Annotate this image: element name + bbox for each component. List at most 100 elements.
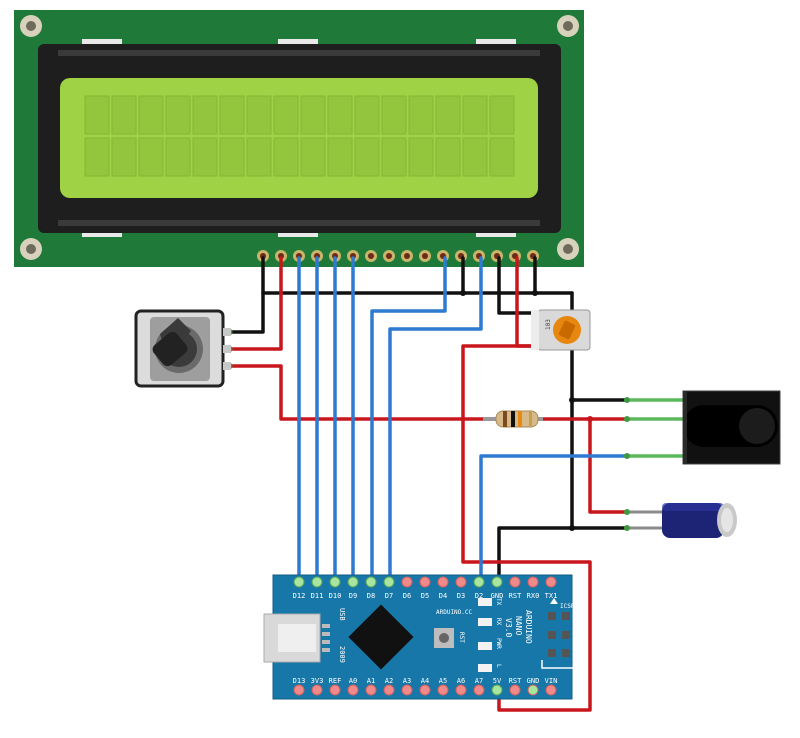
nano-bottom-pin-label: 3V3 (311, 677, 324, 685)
lcd-cell (381, 95, 407, 135)
nano-top-pin-label: RST (509, 592, 522, 600)
nano-bottom-pin (473, 684, 485, 696)
lcd-cell (435, 137, 461, 177)
lcd-cell (246, 95, 272, 135)
lcd-16x2-icon (14, 10, 584, 267)
nano-top-pin (509, 576, 521, 588)
nano-top-pin-label: D12 (293, 592, 306, 600)
nano-bottom-pin (401, 684, 413, 696)
l-led-label: L (495, 664, 502, 668)
nano-bottom-pin (383, 684, 395, 696)
nano-bottom-pin (311, 684, 323, 696)
lcd-cell (381, 137, 407, 177)
brand-label: ARDUINO.CC (436, 609, 473, 616)
nano-bottom-pin-label: GND (527, 677, 540, 685)
lcd-character-grid (84, 95, 515, 177)
nano-bottom-pin (455, 684, 467, 696)
rst-label: RST (458, 632, 465, 643)
nano-top-pin (293, 576, 305, 588)
lcd-cell (84, 95, 110, 135)
nano-top-pin (329, 576, 341, 588)
nano-top-pin-label: D11 (311, 592, 324, 600)
icsp-label: ICSP (560, 603, 575, 610)
resistor-icon (483, 410, 543, 428)
nano-top-pin (347, 576, 359, 588)
nano-top-pin-label: TX1 (545, 592, 558, 600)
nano-top-pin (383, 576, 395, 588)
lcd-cell (165, 95, 191, 135)
ir-receiver-icon (682, 390, 781, 465)
year-label: 2009 (338, 646, 346, 663)
nano-top-pin (491, 576, 503, 588)
nano-top-pin-label: D3 (457, 592, 465, 600)
board-name-line-1: ARDUINO (524, 610, 533, 644)
nano-bottom-pin (329, 684, 341, 696)
nano-bottom-pin (365, 684, 377, 696)
lcd-cell (489, 137, 515, 177)
lcd-cell (138, 137, 164, 177)
nano-bottom-pin (509, 684, 521, 696)
potentiometer-icon (134, 309, 231, 388)
lcd-cell (327, 95, 353, 135)
lcd-cell (435, 95, 461, 135)
nano-bottom-pin-label: A1 (367, 677, 375, 685)
nano-bottom-pin-label: A5 (439, 677, 447, 685)
nano-bottom-pin (347, 684, 359, 696)
microcontroller-chip-icon (348, 604, 414, 670)
nano-top-pin (455, 576, 467, 588)
nano-top-pin (365, 576, 377, 588)
lcd-cell (489, 95, 515, 135)
nano-bottom-pin-label: A7 (475, 677, 483, 685)
lcd-cell (219, 95, 245, 135)
nano-bottom-pin (527, 684, 539, 696)
nano-bottom-pin-label: REF (329, 677, 342, 685)
lcd-cell (219, 137, 245, 177)
nano-top-pin-label: D2 (475, 592, 483, 600)
board-name-line-3: V3.0 (504, 618, 513, 637)
nano-bottom-pin-label: 5V (493, 677, 502, 685)
lcd-cell (111, 95, 137, 135)
nano-top-pin-label: D9 (349, 592, 357, 600)
nano-top-pin-label: D7 (385, 592, 393, 600)
component-leads (625, 398, 687, 458)
lcd-cell (84, 137, 110, 177)
arduino-nano-icon: USB 2009 RST ARDUINO.CC TX RX PWR L ARDU… (263, 574, 575, 700)
nano-bottom-pin (491, 684, 503, 696)
usb-label: USB (338, 608, 346, 621)
trimmer-potentiometer-icon: 103 (531, 309, 591, 351)
nano-top-pin (527, 576, 539, 588)
capacitor-leads (625, 510, 667, 530)
rx-led-icon (478, 618, 492, 626)
tx-led-label: TX (495, 598, 502, 606)
lcd-mounting-holes (20, 15, 579, 260)
lcd-cell (273, 137, 299, 177)
lcd-cell (354, 137, 380, 177)
tx-led-icon (478, 598, 492, 606)
power-wires (229, 256, 629, 712)
lcd-cell (462, 137, 488, 177)
nano-bottom-pin-label: A4 (421, 677, 429, 685)
electrolytic-capacitor-icon (662, 503, 737, 538)
nano-bottom-pin (293, 684, 305, 696)
nano-bottom-pin-label: A3 (403, 677, 411, 685)
l-led-icon (478, 664, 492, 672)
nano-top-pin-label: RX0 (527, 592, 540, 600)
data-wires (297, 256, 629, 584)
nano-top-pin (311, 576, 323, 588)
pwr-led-icon (478, 642, 492, 650)
nano-top-pin (401, 576, 413, 588)
nano-bottom-pin-label: RST (509, 677, 522, 685)
nano-bottom-pin-label: VIN (545, 677, 558, 685)
nano-top-pin (545, 576, 557, 588)
lcd-cell (192, 137, 218, 177)
lcd-cell (408, 137, 434, 177)
nano-top-pin-label: D5 (421, 592, 429, 600)
lcd-cell (354, 95, 380, 135)
lcd-cell (138, 95, 164, 135)
icsp-header-icon (541, 598, 575, 669)
nano-bottom-pin (437, 684, 449, 696)
lcd-cell (462, 95, 488, 135)
